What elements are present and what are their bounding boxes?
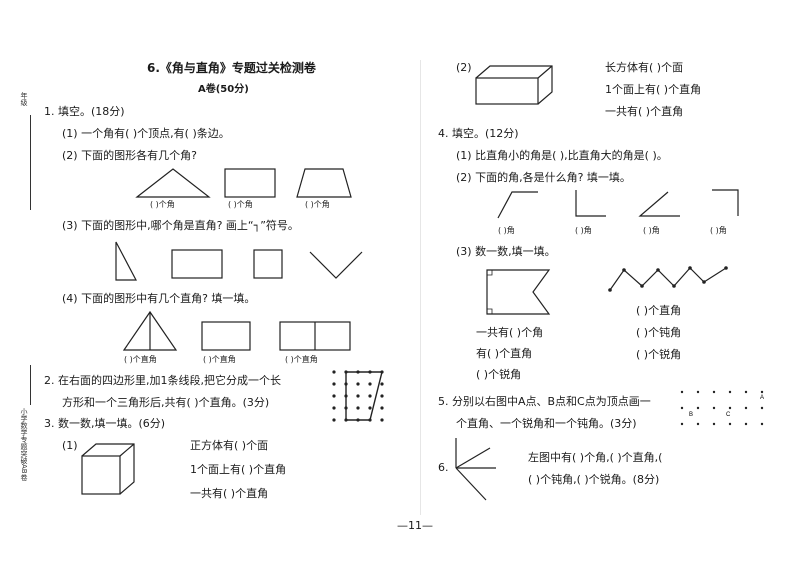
q3-cuboid-line3: 一共有( )个直角	[605, 105, 684, 118]
q1-part4: (4) 下面的图形中有几个直角? 填一填。	[62, 292, 256, 305]
trapezoid-shape	[296, 168, 352, 198]
q1-part2-blank-2[interactable]: ( )个角	[228, 200, 253, 209]
q4-part2-blank-4[interactable]: ( )角	[710, 226, 727, 235]
margin-rule-bottom	[30, 365, 31, 405]
q4-flag-line2: 有( )个直角	[476, 347, 533, 360]
q4-zigzag-line3: ( )个锐角	[636, 348, 682, 361]
right-triangle-shape	[115, 241, 137, 281]
margin-bottom-label: 小学数学专题突破AB卷	[20, 408, 28, 481]
q4-part2-blank-2[interactable]: ( )角	[575, 226, 592, 235]
q1-part2-blank-3[interactable]: ( )个角	[305, 200, 330, 209]
q4-flag-line1: 一共有( )个角	[476, 326, 544, 339]
q6-rays-figure	[455, 438, 496, 501]
q4-part2-blank-3[interactable]: ( )角	[643, 226, 660, 235]
point-label-a: A	[760, 395, 764, 401]
q4-zigzag-line2: ( )个钝角	[636, 326, 682, 339]
q2-line1: 2. 在右面的四边形里,加1条线段,把它分成一个长	[44, 374, 281, 387]
q1-part4-shapes	[122, 310, 351, 351]
page-number: —11—	[397, 519, 433, 532]
q4-part2-blank-1[interactable]: ( )角	[498, 226, 515, 235]
q1-part3-shapes[interactable]	[110, 238, 370, 283]
page-title: 6.《角与直角》专题过关检测卷	[147, 61, 316, 75]
q1-part3: (3) 下面的图形中,哪个角是直角? 画上“┐”符号。	[62, 219, 299, 232]
q2-line2: 方形和一个三角形后,共有( )个直角。(3分)	[62, 396, 270, 409]
quadrilateral-shape	[345, 371, 383, 421]
q1-part2: (2) 下面的图形各有几个角?	[62, 149, 197, 162]
q1-part1: (1) 一个角有( )个顶点,有( )条边。	[62, 127, 230, 140]
q1-part2-shapes	[135, 168, 352, 198]
q6-number: 6.	[438, 461, 449, 474]
q3-part2-label: (2)	[456, 61, 472, 74]
q5-dot-grid[interactable]: A B C	[676, 386, 771, 436]
rectangle-shape	[201, 321, 251, 351]
rectangle-shape	[224, 168, 276, 198]
q1-part4-blank-3[interactable]: ( )个直角	[285, 355, 318, 364]
q3-part1-label: (1)	[62, 439, 78, 452]
q1-part4-blank-1[interactable]: ( )个直角	[124, 355, 157, 364]
cube-figure	[81, 443, 135, 495]
q1-part2-blank-1[interactable]: ( )个角	[150, 200, 175, 209]
q4-heading: 4. 填空。(12分)	[438, 127, 519, 140]
q3-cube-line3: 一共有( )个直角	[190, 487, 269, 500]
cuboid-figure	[475, 65, 553, 105]
q1-part4-blank-2[interactable]: ( )个直角	[203, 355, 236, 364]
q5-line1: 5. 分别以右图中A点、B点和C点为顶点画一	[438, 395, 651, 408]
right-angle-shape-2	[712, 189, 739, 216]
q6-line1: 左图中有( )个角,( )个直角,(	[528, 451, 663, 464]
q2-dot-grid[interactable]	[328, 366, 398, 426]
q4-flag-line3: ( )个锐角	[476, 368, 522, 381]
q3-cube-line1: 正方体有( )个面	[190, 439, 269, 452]
q4-part2-angles	[497, 189, 739, 219]
q6-line2: ( )个钝角,( )个锐角。(8分)	[528, 473, 660, 486]
point-label-c: C	[726, 412, 731, 418]
page-subtitle: A卷(50分)	[198, 84, 249, 95]
acute-angle-shape	[638, 191, 680, 217]
flag-figure	[486, 269, 551, 315]
q3-cuboid-line1: 长方体有( )个面	[605, 61, 684, 74]
column-divider	[420, 60, 421, 515]
q5-line2: 个直角、一个锐角和一个钝角。(3分)	[456, 417, 637, 430]
q4-part3: (3) 数一数,填一填。	[456, 245, 556, 258]
q3-cube-line2: 1个面上有( )个直角	[190, 463, 287, 476]
q4-part1: (1) 比直角小的角是( ),比直角大的角是( )。	[456, 149, 668, 162]
q3-cuboid-line2: 1个面上有( )个直角	[605, 83, 702, 96]
zigzag-figure	[608, 266, 728, 292]
rectangle-shape	[171, 249, 223, 279]
triangle-shape	[135, 168, 211, 198]
square-shape	[253, 249, 283, 279]
obtuse-angle-shape	[497, 191, 538, 219]
right-angle-shape	[575, 190, 606, 217]
point-label-b: B	[689, 412, 693, 418]
margin-top-label: 年级	[20, 92, 28, 106]
q3-heading: 3. 数一数,填一填。(6分)	[44, 417, 166, 430]
v-angle-shape	[309, 251, 363, 279]
q4-zigzag-line1: ( )个直角	[636, 304, 682, 317]
margin-rule-top	[30, 115, 31, 210]
q4-part2: (2) 下面的角,各是什么角? 填一填。	[456, 171, 631, 184]
q1-heading: 1. 填空。(18分)	[44, 105, 125, 118]
